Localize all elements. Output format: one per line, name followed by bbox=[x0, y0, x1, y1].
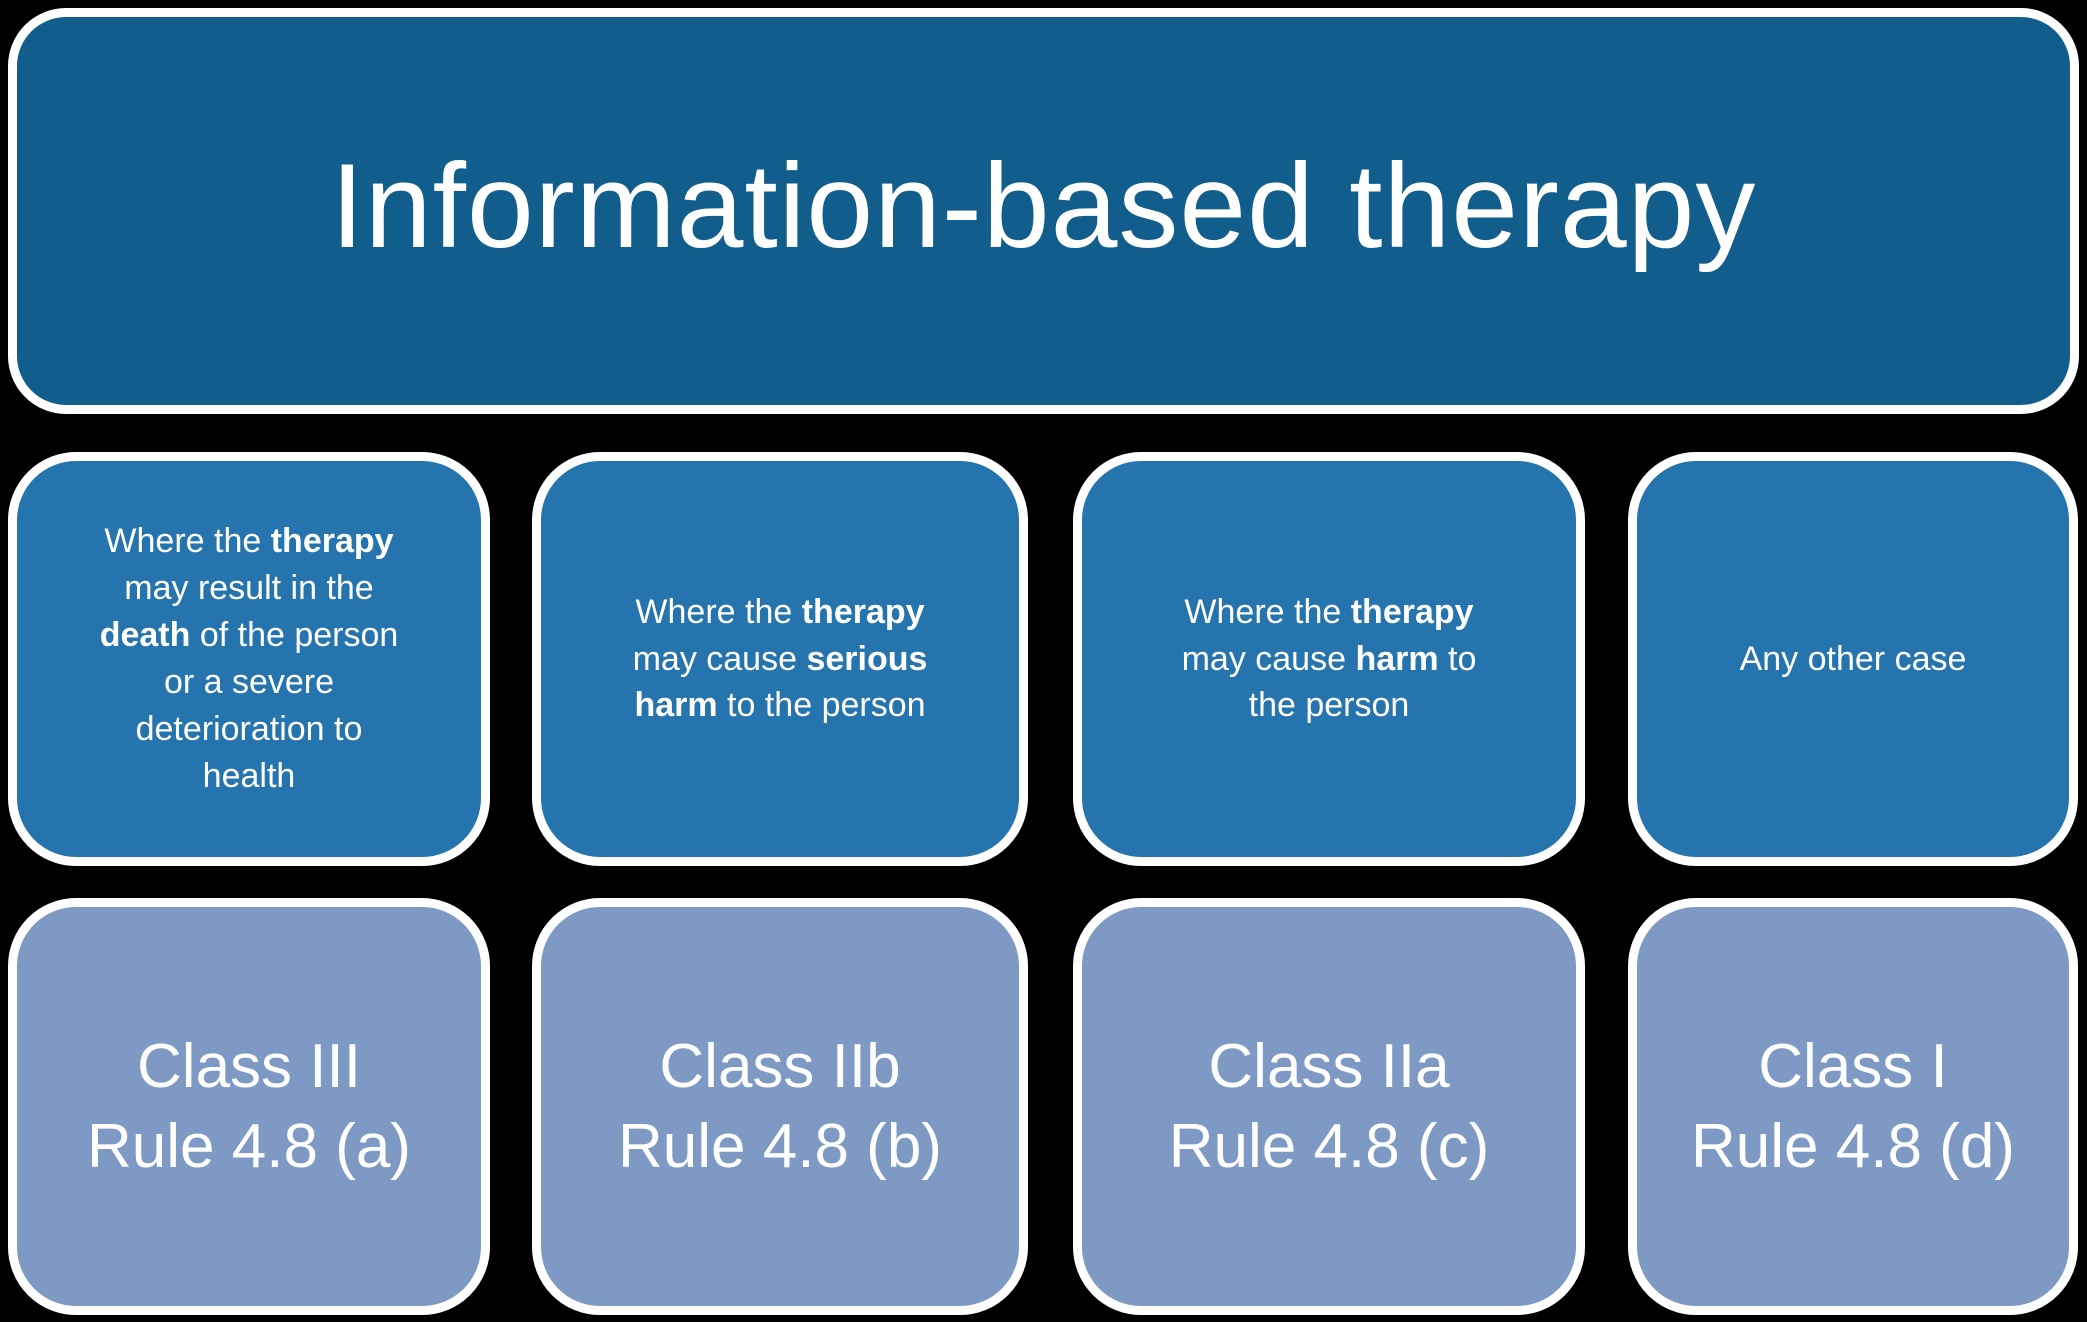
condition-box-class-iib: Where the therapy may cause serious harm… bbox=[532, 452, 1028, 866]
title-box: Information-based therapy bbox=[8, 8, 2079, 414]
rule-label: Rule 4.8 (c) bbox=[1168, 1111, 1490, 1181]
class-box-class-i: Class I Rule 4.8 (d) bbox=[1628, 898, 2078, 1315]
condition-text: Where the therapy may cause harm to the … bbox=[1181, 592, 1477, 725]
class-label: Class I bbox=[1758, 1032, 1948, 1102]
rule-label: Rule 4.8 (b) bbox=[618, 1111, 942, 1181]
rule-label: Rule 4.8 (d) bbox=[1691, 1111, 2015, 1181]
class-label: Class IIa bbox=[1208, 1032, 1450, 1102]
condition-box-class-iii: Where the therapy may result in the deat… bbox=[8, 452, 490, 866]
condition-text: Where the therapy may cause serious harm… bbox=[632, 592, 928, 725]
class-box-class-iib: Class IIb Rule 4.8 (b) bbox=[532, 898, 1028, 1315]
class-label: Class IIb bbox=[659, 1032, 901, 1102]
condition-box-class-i: Any other case bbox=[1628, 452, 2078, 866]
condition-text: Where the therapy may result in the deat… bbox=[99, 522, 399, 795]
rule-label: Rule 4.8 (a) bbox=[87, 1111, 411, 1181]
condition-box-class-iia: Where the therapy may cause harm to the … bbox=[1073, 452, 1585, 866]
diagram-title: Information-based therapy bbox=[330, 139, 1757, 273]
class-label: Class III bbox=[137, 1032, 361, 1102]
class-box-class-iia: Class IIa Rule 4.8 (c) bbox=[1073, 898, 1585, 1315]
condition-text: Any other case bbox=[1739, 639, 1967, 678]
class-box-class-iii: Class III Rule 4.8 (a) bbox=[8, 898, 490, 1315]
